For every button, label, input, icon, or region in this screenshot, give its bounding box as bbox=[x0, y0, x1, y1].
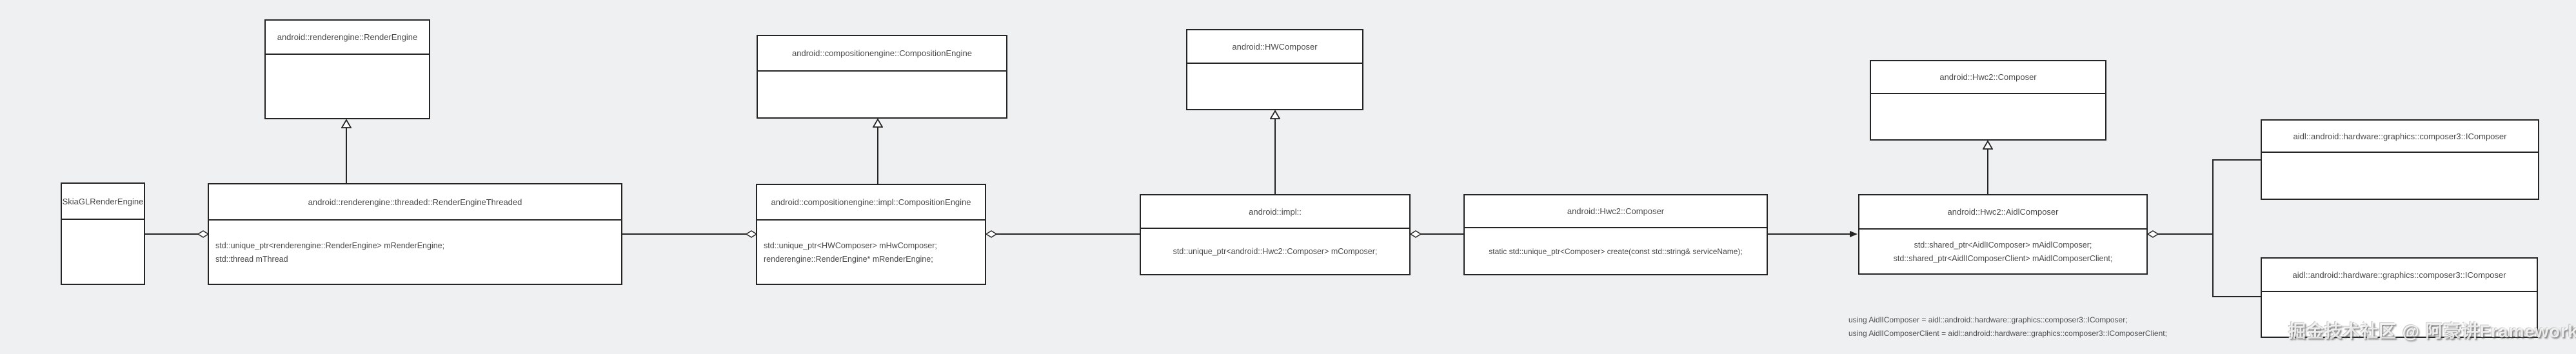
class-member: static std::unique_ptr<Composer> create(… bbox=[1489, 246, 1743, 256]
class-title-icomposer-top: aidl::android::hardware::graphics::compo… bbox=[2262, 121, 2538, 153]
association-arrow-icon bbox=[1849, 230, 1858, 238]
class-title-aidl-composer: android::Hwc2::AidlComposer bbox=[1859, 195, 2146, 230]
class-body-impl-hwcomposer: std::unique_ptr<android::Hwc2::Composer>… bbox=[1141, 229, 1409, 274]
class-body-render-engine-threaded: std::unique_ptr<renderengine::RenderEngi… bbox=[209, 221, 621, 284]
connector-line bbox=[1274, 119, 1276, 194]
class-member: std::unique_ptr<renderengine::RenderEngi… bbox=[215, 241, 445, 250]
connector-line bbox=[877, 127, 878, 184]
class-title-impl-hwcomposer: android::impl:: bbox=[1141, 195, 1409, 229]
class-box-icomposer-top: aidl::android::hardware::graphics::compo… bbox=[2261, 119, 2539, 200]
class-member: std::shared_ptr<AidlIComposerClient> mAi… bbox=[1893, 253, 2113, 263]
type-alias-line: using AidlIComposer = aidl::android::har… bbox=[1848, 315, 2128, 324]
class-box-hwcomposer: android::HWComposer bbox=[1186, 29, 1363, 110]
class-body-composition-engine bbox=[758, 72, 1006, 117]
aggregation-diamond-icon bbox=[985, 230, 998, 238]
connector-line bbox=[1987, 149, 1988, 194]
aggregation-diamond-icon bbox=[2146, 230, 2159, 238]
inheritance-arrow-icon bbox=[1982, 140, 1994, 150]
class-title-skia-gl-render-engine: SkiaGLRenderEngine bbox=[62, 184, 144, 220]
connector-line bbox=[2212, 159, 2261, 161]
type-alias-line: using AidlIComposerClient = aidl::androi… bbox=[1848, 329, 2167, 338]
class-box-render-engine-threaded: android::renderengine::threaded::RenderE… bbox=[208, 183, 622, 285]
class-body-render-engine bbox=[266, 55, 429, 118]
connector-line bbox=[1421, 233, 1463, 235]
connector-line bbox=[2212, 159, 2214, 297]
connector-line bbox=[145, 233, 198, 235]
class-box-icomposer-bottom: aidl::android::hardware::graphics::compo… bbox=[2261, 257, 2538, 338]
class-title-hwc2-composer-base: android::Hwc2::Composer bbox=[1871, 61, 2105, 94]
class-title-impl-composition-engine: android::compositionengine::impl::Compos… bbox=[757, 185, 985, 221]
aggregation-diamond-icon bbox=[745, 230, 758, 238]
class-member: std::thread mThread bbox=[215, 254, 288, 264]
class-title-hwcomposer: android::HWComposer bbox=[1187, 30, 1362, 64]
class-title-composition-engine: android::compositionengine::CompositionE… bbox=[758, 36, 1006, 72]
inheritance-arrow-icon bbox=[872, 118, 884, 128]
class-body-hwcomposer bbox=[1187, 64, 1362, 109]
class-box-skia-gl-render-engine: SkiaGLRenderEngine bbox=[61, 182, 145, 285]
connector-line bbox=[622, 233, 746, 235]
aggregation-diamond-icon bbox=[1409, 230, 1422, 238]
class-box-composition-engine: android::compositionengine::CompositionE… bbox=[757, 35, 1007, 119]
class-body-icomposer-top bbox=[2262, 153, 2538, 199]
connector-line bbox=[996, 233, 1140, 235]
inheritance-arrow-icon bbox=[1269, 110, 1281, 119]
class-title-render-engine-threaded: android::renderengine::threaded::RenderE… bbox=[209, 184, 621, 221]
connector-line bbox=[346, 128, 347, 183]
inheritance-arrow-icon bbox=[341, 119, 352, 128]
class-body-hwc2-composer-base bbox=[1871, 94, 2105, 139]
class-title-icomposer-bottom: aidl::android::hardware::graphics::compo… bbox=[2262, 259, 2537, 292]
class-member: std::shared_ptr<AidlIComposer> mAidlComp… bbox=[1914, 240, 2092, 250]
class-member: renderengine::RenderEngine* mRenderEngin… bbox=[764, 254, 933, 264]
class-member: std::unique_ptr<HWComposer> mHwComposer; bbox=[764, 241, 937, 250]
watermark: 掘金技术社区 @ 阿豪讲Framework bbox=[2288, 322, 2576, 341]
class-box-render-engine: android::renderengine::RenderEngine bbox=[264, 19, 430, 119]
class-title-render-engine: android::renderengine::RenderEngine bbox=[266, 21, 429, 55]
class-member: std::unique_ptr<android::Hwc2::Composer>… bbox=[1173, 247, 1378, 256]
class-box-impl-hwcomposer: android::impl:: std::unique_ptr<android:… bbox=[1140, 194, 1411, 275]
class-body-skia-gl-render-engine bbox=[62, 220, 144, 284]
class-box-hwc2-composer-base: android::Hwc2::Composer bbox=[1870, 60, 2106, 141]
class-box-hwc2-composer: android::Hwc2::Composer static std::uniq… bbox=[1463, 194, 1768, 275]
aggregation-diamond-icon bbox=[197, 230, 210, 238]
type-alias-note: using AidlIComposer = aidl::android::har… bbox=[1848, 313, 2167, 340]
class-title-hwc2-composer: android::Hwc2::Composer bbox=[1465, 195, 1767, 228]
class-body-aidl-composer: std::shared_ptr<AidlIComposer> mAidlComp… bbox=[1859, 230, 2146, 273]
connector-line bbox=[2158, 233, 2214, 235]
class-body-impl-composition-engine: std::unique_ptr<HWComposer> mHwComposer;… bbox=[757, 221, 985, 284]
class-body-hwc2-composer: static std::unique_ptr<Composer> create(… bbox=[1465, 228, 1767, 274]
connector-line bbox=[1768, 233, 1850, 235]
class-box-impl-composition-engine: android::compositionengine::impl::Compos… bbox=[756, 184, 986, 285]
connector-line bbox=[2212, 296, 2261, 297]
class-box-aidl-composer: android::Hwc2::AidlComposer std::shared_… bbox=[1858, 194, 2148, 275]
